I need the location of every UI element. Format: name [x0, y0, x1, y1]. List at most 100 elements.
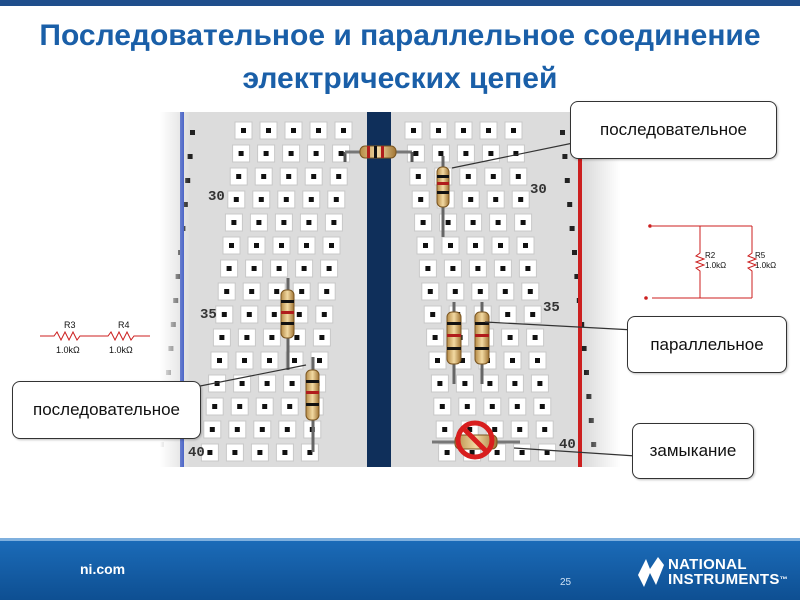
board-hole-pin: [420, 220, 426, 225]
board-hole-pin: [276, 266, 282, 271]
board-hole-pin: [212, 404, 218, 409]
r2-zigzag: [694, 226, 706, 298]
board-hole-pin: [266, 128, 271, 133]
row-label-left-40: 40: [188, 445, 205, 461]
board-hole-pin: [461, 128, 466, 133]
board-hole-pin: [495, 220, 501, 225]
board-hole-pin: [515, 174, 521, 179]
board-hole-pin: [292, 358, 297, 363]
board-hole-pin: [311, 174, 317, 179]
board-hole-pin: [502, 289, 508, 294]
board-hole-pin: [470, 220, 476, 225]
callout-short: замыкание: [632, 423, 754, 479]
ni-eagle-icon: [638, 557, 664, 587]
board-hole-pin: [452, 289, 458, 294]
board-hole-pin: [498, 243, 503, 248]
schematic-series: R3 R4 1.0kΩ 1.0kΩ: [40, 320, 150, 355]
board-hole-pin: [226, 266, 232, 271]
board-hole-pin: [490, 174, 496, 179]
board-hole-pin: [544, 450, 550, 455]
board-hole-pin: [304, 243, 309, 248]
r3-zigzag: [40, 330, 104, 342]
board-hole-pin: [209, 427, 215, 432]
row-label-right-35: 35: [543, 300, 560, 316]
board-hole-pin: [418, 197, 424, 202]
board-hole-pin: [436, 128, 441, 133]
r4-name: R4: [118, 320, 130, 330]
r2-name: R2: [705, 251, 716, 260]
center-channel: [367, 112, 391, 467]
board-hole-pin: [301, 266, 307, 271]
board-hole-pin: [468, 197, 474, 202]
board-hole-pin: [279, 243, 284, 248]
r2-value: 1.0kΩ: [705, 261, 726, 270]
footer-bar: [0, 541, 800, 600]
board-hole-pin: [221, 312, 227, 317]
node-bottom: [644, 296, 648, 300]
board-hole-pin: [214, 381, 220, 386]
leader-short: [513, 447, 637, 457]
board-hole-pin: [464, 404, 470, 409]
board-hole-pin: [316, 128, 321, 133]
board-hole-pin: [217, 358, 222, 363]
prohibit-icon: [455, 420, 495, 460]
callout-parallel-text: параллельное: [650, 334, 764, 354]
footer-site-link[interactable]: ni.com: [80, 561, 126, 577]
board-hole-pin: [530, 312, 536, 317]
callout-series-top-text: последовательное: [599, 120, 747, 139]
board-hole-pin: [249, 289, 255, 294]
board-hole-pin: [463, 151, 469, 156]
board-hole-pin: [520, 220, 526, 225]
resistor-parallel-1: [446, 302, 462, 384]
board-hole-pin: [523, 243, 528, 248]
board-hole-pin: [514, 404, 520, 409]
board-hole-pin: [512, 381, 518, 386]
board-hole-pin: [284, 427, 290, 432]
board-hole-pin: [244, 335, 250, 340]
board-hole-pin: [313, 151, 319, 156]
board-hole-pin: [271, 312, 277, 317]
board-hole-pin: [308, 197, 314, 202]
board-hole-pin: [513, 151, 519, 156]
board-hole-pin: [207, 450, 213, 455]
board-hole-pin: [487, 381, 493, 386]
resistor-left-lower: [305, 357, 320, 452]
board-hole-pin: [486, 128, 491, 133]
logo-trademark: ™: [779, 575, 788, 584]
rail-hole: [187, 154, 193, 159]
board-hole-pin: [229, 243, 234, 248]
board-hole-pin: [415, 174, 421, 179]
board-hole-pin: [517, 427, 523, 432]
board-hole-pin: [535, 358, 540, 363]
board-hole-pin: [259, 427, 265, 432]
fade-right: [585, 112, 620, 482]
board-hole-pin: [430, 312, 436, 317]
board-hole-pin: [537, 381, 543, 386]
board-hole-pin: [286, 174, 292, 179]
board-hole-pin: [326, 266, 332, 271]
board-hole-pin: [296, 312, 302, 317]
board-hole-pin: [306, 220, 312, 225]
board-hole-pin: [469, 450, 475, 455]
board-hole-pin: [510, 358, 515, 363]
logo-line-2-text: INSTRUMENTS: [668, 571, 780, 588]
board-hole-pin: [291, 128, 296, 133]
board-hole-pin: [321, 312, 327, 317]
board-hole-pin: [232, 450, 238, 455]
board-hole-pin: [492, 427, 498, 432]
callout-series-left: последовательное: [12, 381, 201, 439]
r3-name: R3: [64, 320, 76, 330]
footer-accent-line: [0, 538, 800, 541]
board-hole-pin: [282, 450, 288, 455]
page-number: 25: [560, 577, 572, 588]
ni-logo: NATIONAL INSTRUMENTS™: [636, 553, 788, 593]
board-hole-pin: [261, 174, 267, 179]
board-hole-pin: [444, 450, 450, 455]
board-hole-pin: [519, 450, 525, 455]
title-line-1: Последовательное и параллельное соединен…: [39, 19, 761, 52]
r4-value: 1.0kΩ: [109, 345, 133, 355]
callout-short-text: замыкание: [649, 441, 737, 460]
leader-series-left: [179, 364, 307, 391]
resistor-parallel-2: [474, 302, 490, 384]
